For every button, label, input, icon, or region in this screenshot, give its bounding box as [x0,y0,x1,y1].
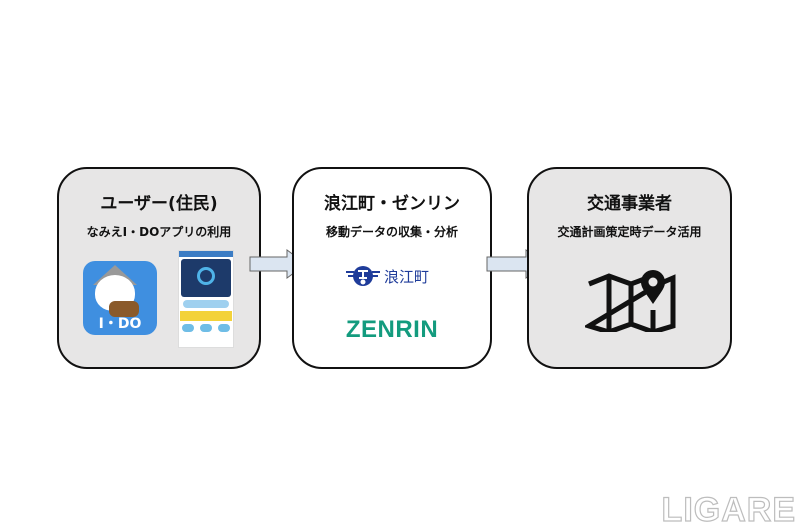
zenrin-logo: ZENRIN [345,316,439,343]
app-screenshot [178,250,234,348]
namie-emblem-icon [346,266,380,286]
namie-zenrin-box-subtitle: 移動データの収集・分析 [325,225,458,239]
app-icon-label: I・DO [98,316,142,332]
transport-operator-box-title: 交通事業者 [587,194,672,214]
transport-operator-box: 交通事業者 交通計画策定時データ活用 [527,167,732,369]
namie-logo-text: 浪江町 [384,267,430,286]
namie-town-logo: 浪江町 [346,264,429,288]
ido-app-icon: I・DO [83,261,157,335]
user-box-subtitle: なみえI・DOアプリの利用 [86,225,232,239]
namie-zenrin-box: 浪江町・ゼンリン 移動データの収集・分析 浪江町 ZENRIN [292,167,492,369]
transport-operator-box-subtitle: 交通計画策定時データ活用 [557,225,702,239]
namie-zenrin-box-title: 浪江町・ゼンリン [324,194,460,214]
user-box-title: ユーザー(住民) [100,194,218,214]
map-pin-icon [585,270,676,332]
user-box: ユーザー(住民) なみえI・DOアプリの利用 I・DO [57,167,261,369]
ligare-watermark: LIGARE [661,490,796,529]
